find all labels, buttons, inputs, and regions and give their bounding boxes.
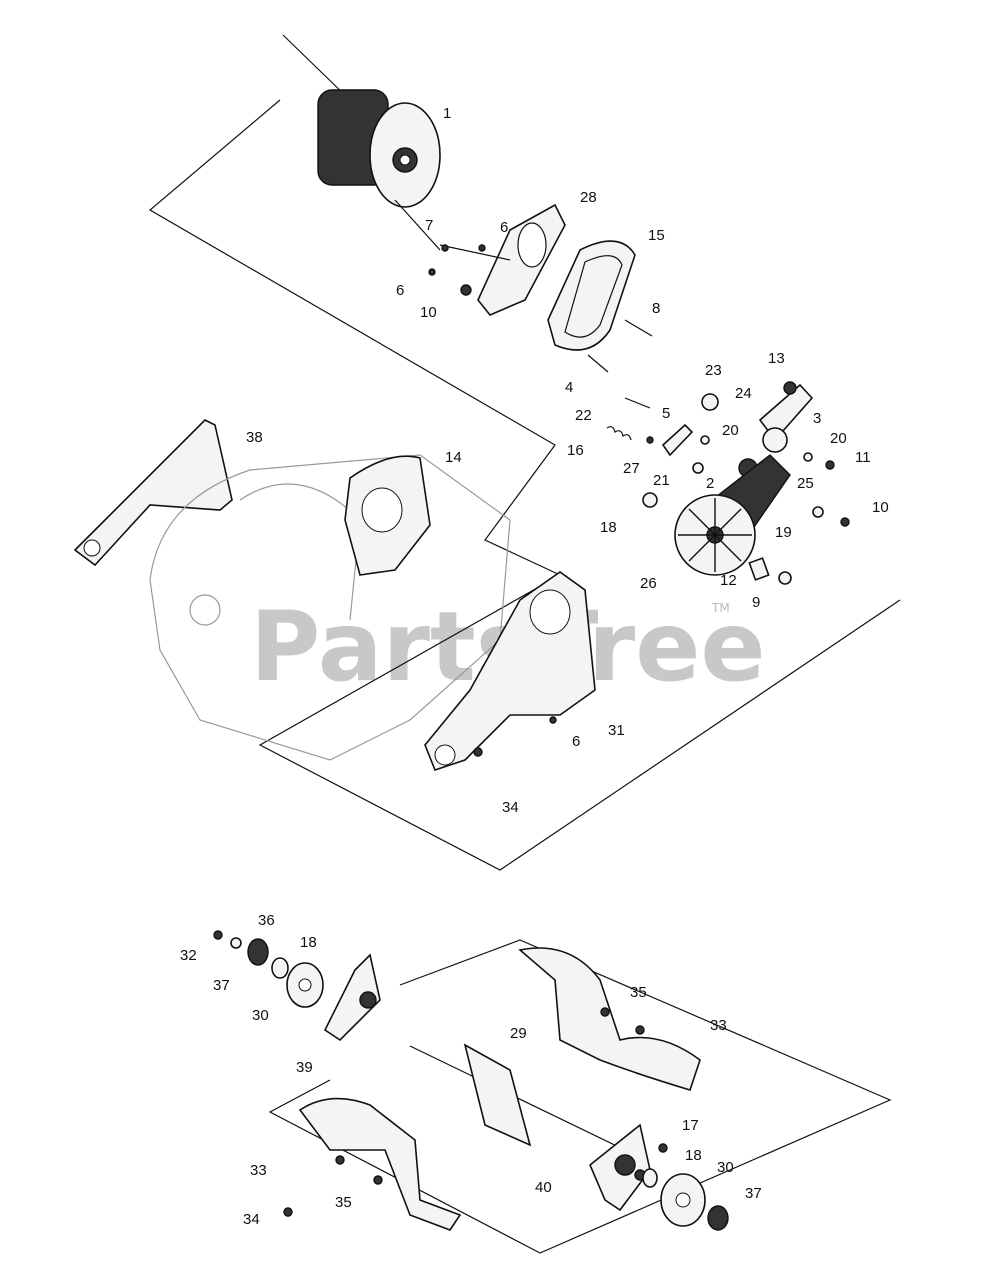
callout-15: 15 [648,227,665,244]
flighting-33a [518,947,701,1091]
callout-20: 20 [830,430,847,447]
callout-28: 28 [580,189,597,206]
callout-16: 16 [567,442,584,459]
callout-39: 39 [296,1059,313,1076]
flighting-33b [298,1097,462,1231]
callout-13: 13 [768,350,785,367]
callout-20: 20 [722,422,739,439]
callout-37: 37 [745,1185,762,1202]
callout-25: 25 [797,475,814,492]
callout-31: 31 [608,722,625,739]
callout-24: 24 [735,385,752,402]
callout-30: 30 [717,1159,734,1176]
callout-34: 34 [243,1211,260,1228]
callout-6: 6 [396,282,404,299]
upper-assembly-outline [148,99,901,871]
callout-11: 11 [855,449,871,466]
callout-10: 10 [872,499,889,516]
callout-8: 8 [652,300,660,317]
callout-6: 6 [572,733,580,750]
impeller-39 [323,953,381,1042]
callout-23: 23 [705,362,722,379]
callout-18: 18 [600,519,617,536]
callout-6: 6 [500,219,508,236]
callout-36: 36 [258,912,275,929]
callout-18: 18 [300,934,317,951]
lower-hardware [213,930,729,1231]
callout-1: 1 [443,105,451,122]
motor [282,34,441,251]
callout-7: 7 [425,217,433,234]
callout-3: 3 [813,410,821,427]
callout-19: 19 [775,524,792,541]
callout-33: 33 [250,1162,267,1179]
callout-22: 22 [575,407,592,424]
callout-12: 12 [720,572,737,589]
callout-38: 38 [246,429,263,446]
lower-assembly-outline [268,939,892,1254]
callout-4: 4 [565,379,573,396]
hardware-upper [428,244,653,373]
callout-5: 5 [662,405,670,422]
callout-labels: 1 28 7 6 15 6 10 8 4 23 13 24 22 5 3 20 … [180,105,889,1228]
callout-35: 35 [630,984,647,1001]
callout-17: 17 [682,1117,699,1134]
callout-18: 18 [685,1147,702,1164]
callout-40: 40 [535,1179,552,1196]
callout-10: 10 [420,304,437,321]
callout-35: 35 [335,1194,352,1211]
callout-37: 37 [213,977,230,994]
callout-32: 32 [180,947,197,964]
callout-34: 34 [502,799,519,816]
pulley-assembly [606,381,850,585]
callout-33: 33 [710,1017,727,1034]
callout-27: 27 [623,460,640,477]
callout-2: 2 [706,475,714,492]
callout-9: 9 [752,594,760,611]
callout-29: 29 [510,1025,527,1042]
bracket-38 [73,419,233,567]
callout-14: 14 [445,449,462,466]
callout-21: 21 [653,472,670,489]
housing-15 [547,240,636,351]
callout-30: 30 [252,1007,269,1024]
callout-26: 26 [640,575,657,592]
impeller-40 [589,1123,651,1212]
watermark-tm: TM [711,601,730,615]
